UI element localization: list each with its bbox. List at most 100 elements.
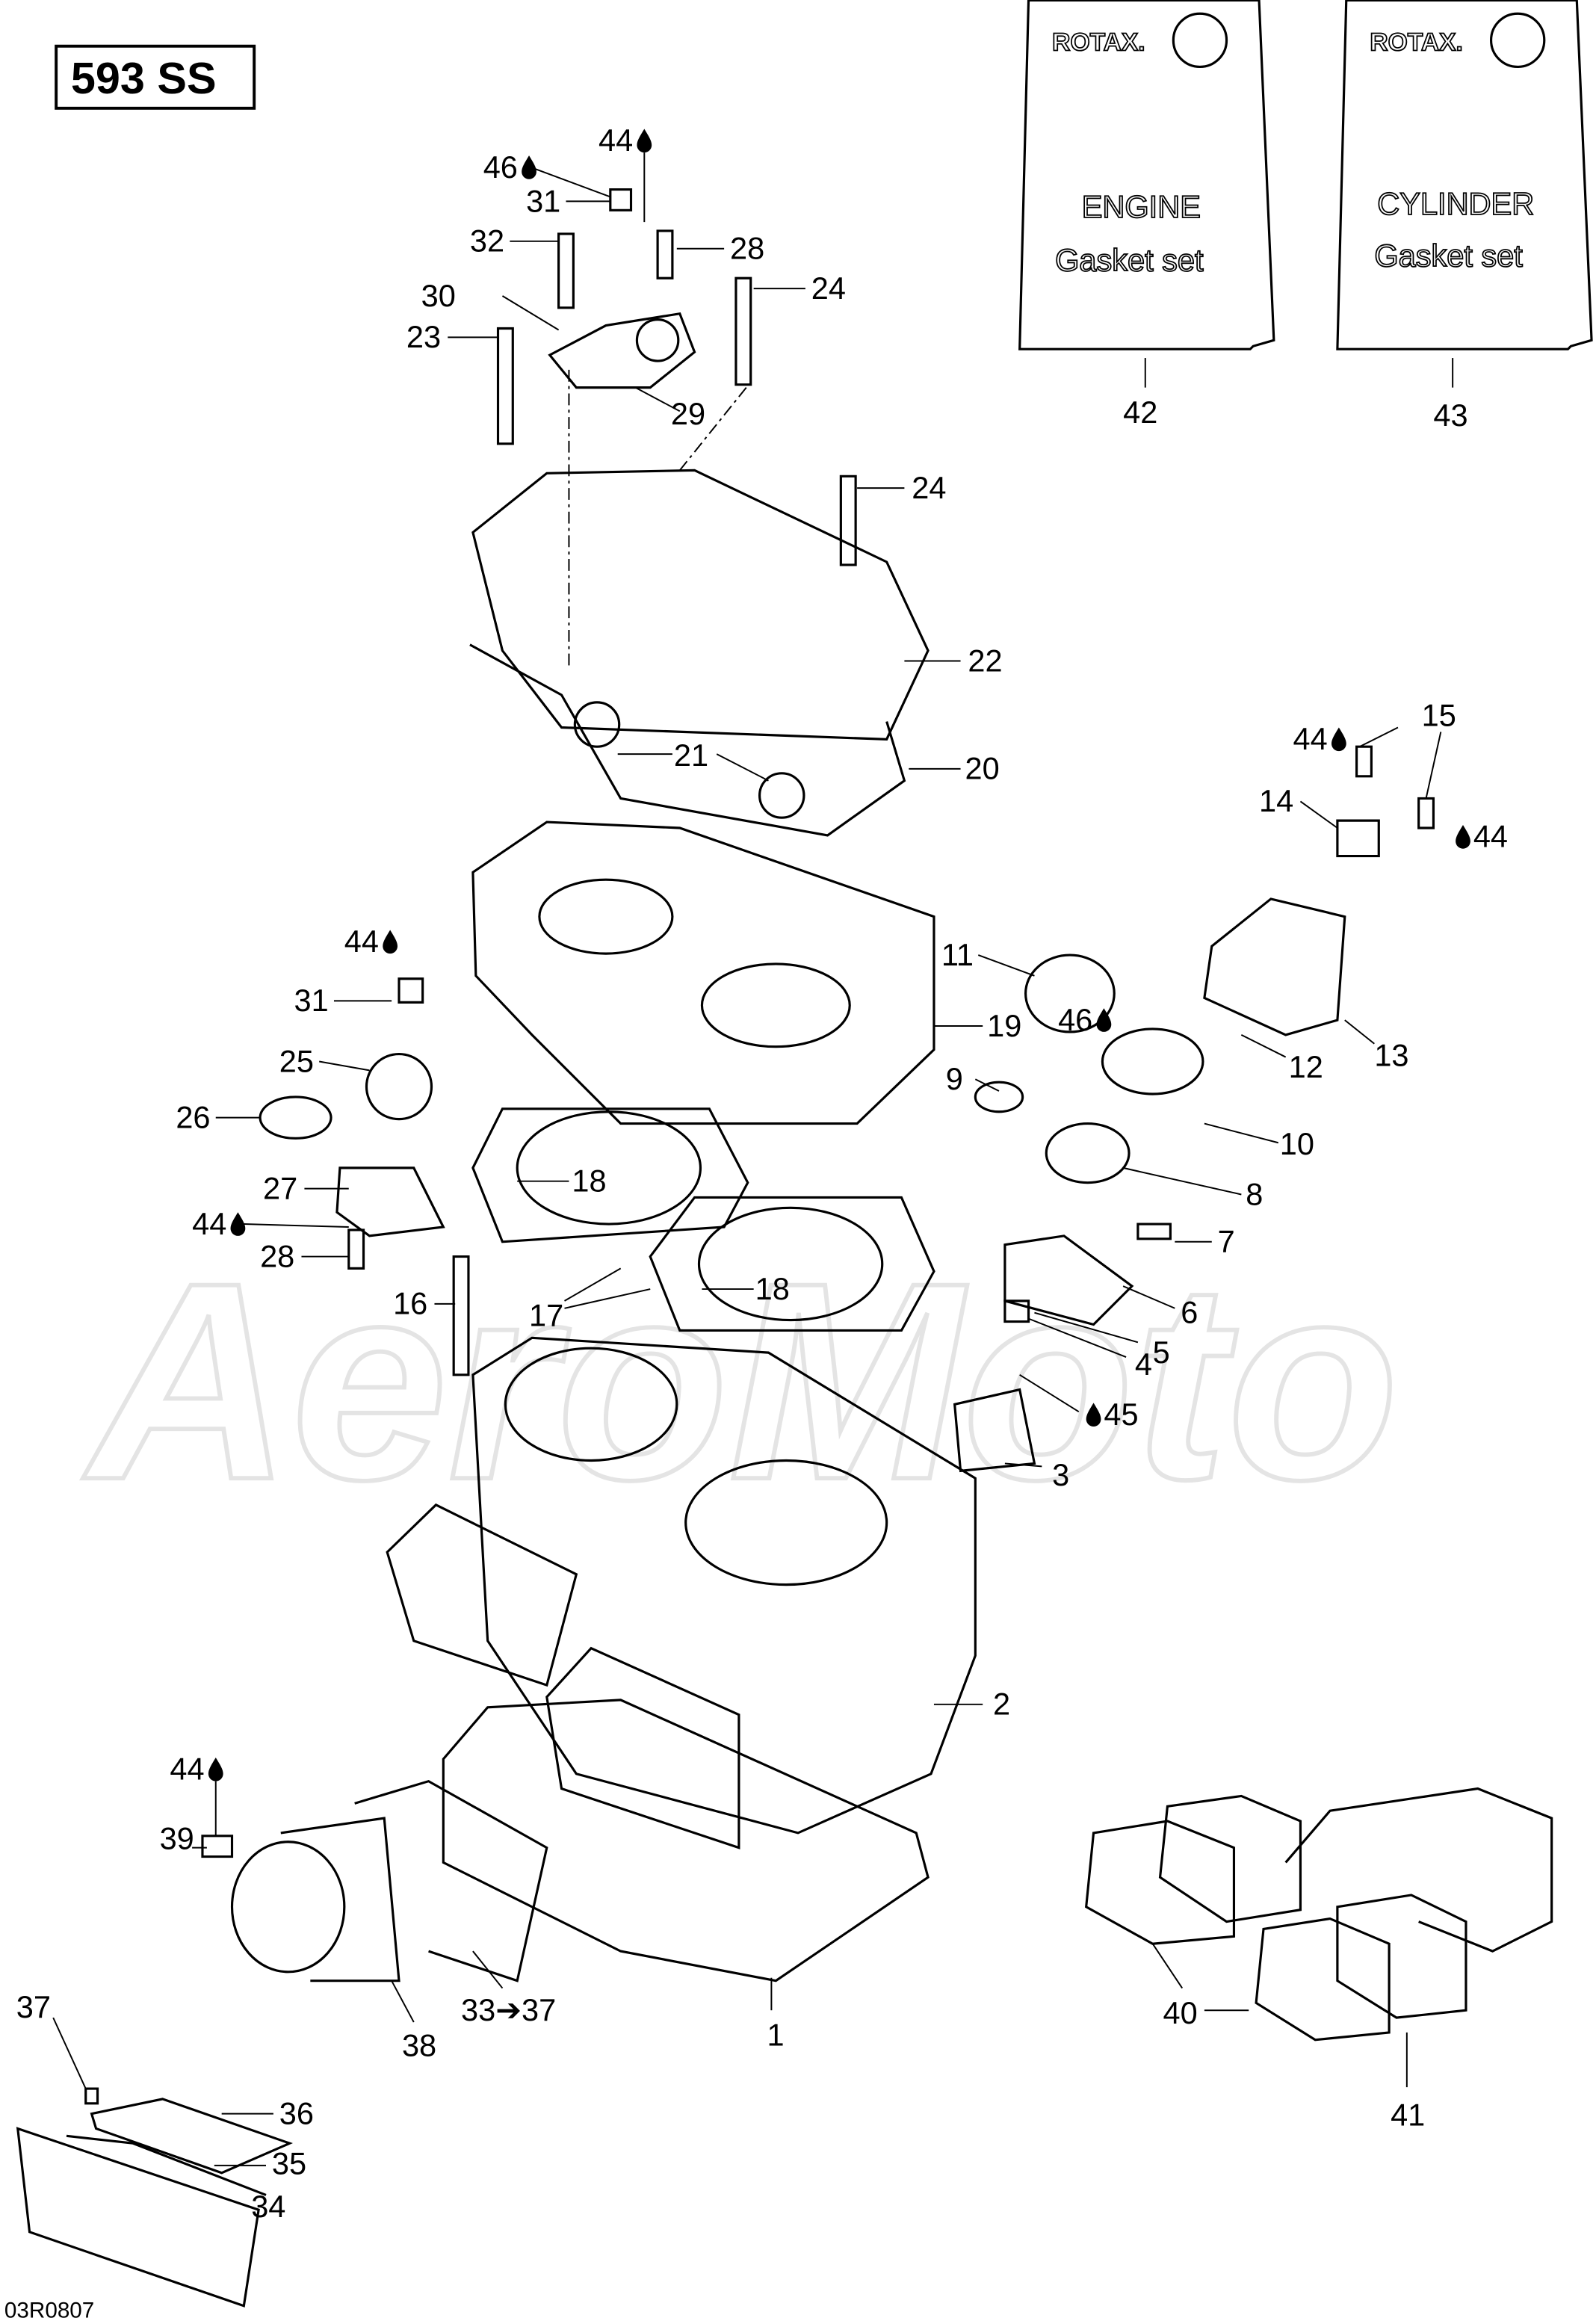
callout: 29 [671,396,705,431]
part-outline [635,318,680,362]
part-outline [545,1646,740,1849]
part-outline [1003,1234,1134,1326]
callout: 14 [1259,783,1293,818]
part-outline [471,1336,977,1835]
leader-line [974,1078,1000,1092]
oil-drop-icon [230,1212,246,1236]
part-outline [398,977,424,1004]
leader-line [977,954,1035,977]
engine-gasket-set[interactable]: ROTAX. ENGINE Gasket set 42 [1018,0,1275,430]
callout: 23 [406,319,441,354]
part-outline [684,1459,888,1586]
part-outline [201,1835,234,1858]
part-outline [609,188,633,211]
callout: 10 [1280,1126,1314,1161]
oil-drop-icon [637,129,652,153]
drawing-code: 03R0807 [4,2299,94,2321]
leader-line [1359,726,1399,748]
watermark: AeroMoto [80,1224,1399,1538]
kit-brand: ROTAX. [1370,29,1462,57]
callout: 8 [1246,1176,1263,1211]
callout: 40 [1163,1995,1198,2030]
part-outline [442,1699,930,1982]
part-outline [656,229,674,279]
leader-line [1151,1943,1184,1989]
part-outline [280,1817,400,1982]
callout-42: 42 [1123,395,1157,430]
leader-line [52,2017,87,2089]
brp-logo-icon [1489,12,1546,69]
part-outline [1336,819,1380,858]
kit-line1: CYLINDER [1377,186,1534,221]
part-outline [839,475,857,566]
part-outline [259,1095,332,1140]
part-outline [758,772,805,819]
callout: 4 [1135,1347,1152,1382]
leader-line [1004,1462,1042,1468]
callout: 44 [344,924,379,959]
callout: 44 [170,1752,204,1787]
callout: 44 [1473,819,1508,854]
part-outline [452,1255,470,1376]
leader-line [391,1980,415,2023]
part-outline [496,327,514,445]
leader-line [1019,1373,1080,1413]
leader-line [534,167,611,198]
kit-line2: Gasket set [1374,238,1523,273]
part-outline [700,962,851,1048]
callout: 5 [1153,1335,1170,1370]
cylinder-gasket-set[interactable]: ROTAX. CYLINDER Gasket set 43 [1336,0,1593,433]
callout: 28 [730,231,764,266]
leader-line [1204,1122,1279,1144]
part-outline [230,1841,346,1974]
part-outline [1158,1794,1302,1923]
part-outline [974,1081,1024,1113]
callout: 36 [279,2096,314,2131]
callout: 18 [755,1271,790,1306]
callout: 33➔37 [461,1992,556,2027]
callout: 24 [811,271,846,306]
leader-line [244,1223,349,1228]
oil-drop-icon [208,1758,223,1781]
callout: 41 [1391,2097,1425,2132]
callout: 19 [987,1008,1021,1043]
leader-line [501,295,560,331]
leader-line [1425,732,1442,799]
leader-line [564,1288,651,1309]
part-outline [548,312,696,389]
part-outline [90,2098,293,2175]
callout: 21 [674,738,708,773]
callout: 1 [767,2018,784,2053]
leader-line [634,386,681,412]
part-outline [1136,1223,1172,1240]
callout: 35 [272,2146,306,2181]
callout: 30 [421,278,456,313]
model-title-box [55,44,256,110]
oil-drop-icon [522,155,536,179]
leader-line [679,387,747,471]
part-outline [16,2127,260,2308]
oil-drop-icon [383,930,398,954]
part-outline [84,2087,99,2105]
callout: 18 [572,1163,606,1199]
leader-lines [52,152,1442,2166]
callout: 13 [1374,1037,1408,1072]
callout: 32 [470,223,504,259]
part-outline [516,1110,702,1226]
callout: 24 [912,470,946,505]
part-outline [1355,745,1373,778]
part-outline [1255,1917,1391,2042]
callout: 39 [160,1821,194,1856]
part-drawings [16,188,1553,2308]
part-outline [649,1196,935,1332]
callout: 17 [529,1298,563,1333]
oil-drop-icon [1331,727,1346,752]
leader-line [1028,1317,1127,1358]
callout: 11 [941,937,974,972]
leader-line [1122,1285,1175,1309]
part-outline [471,469,930,741]
part-outline [386,1503,578,1687]
callout: 26 [176,1099,210,1134]
part-outline [504,1347,678,1462]
